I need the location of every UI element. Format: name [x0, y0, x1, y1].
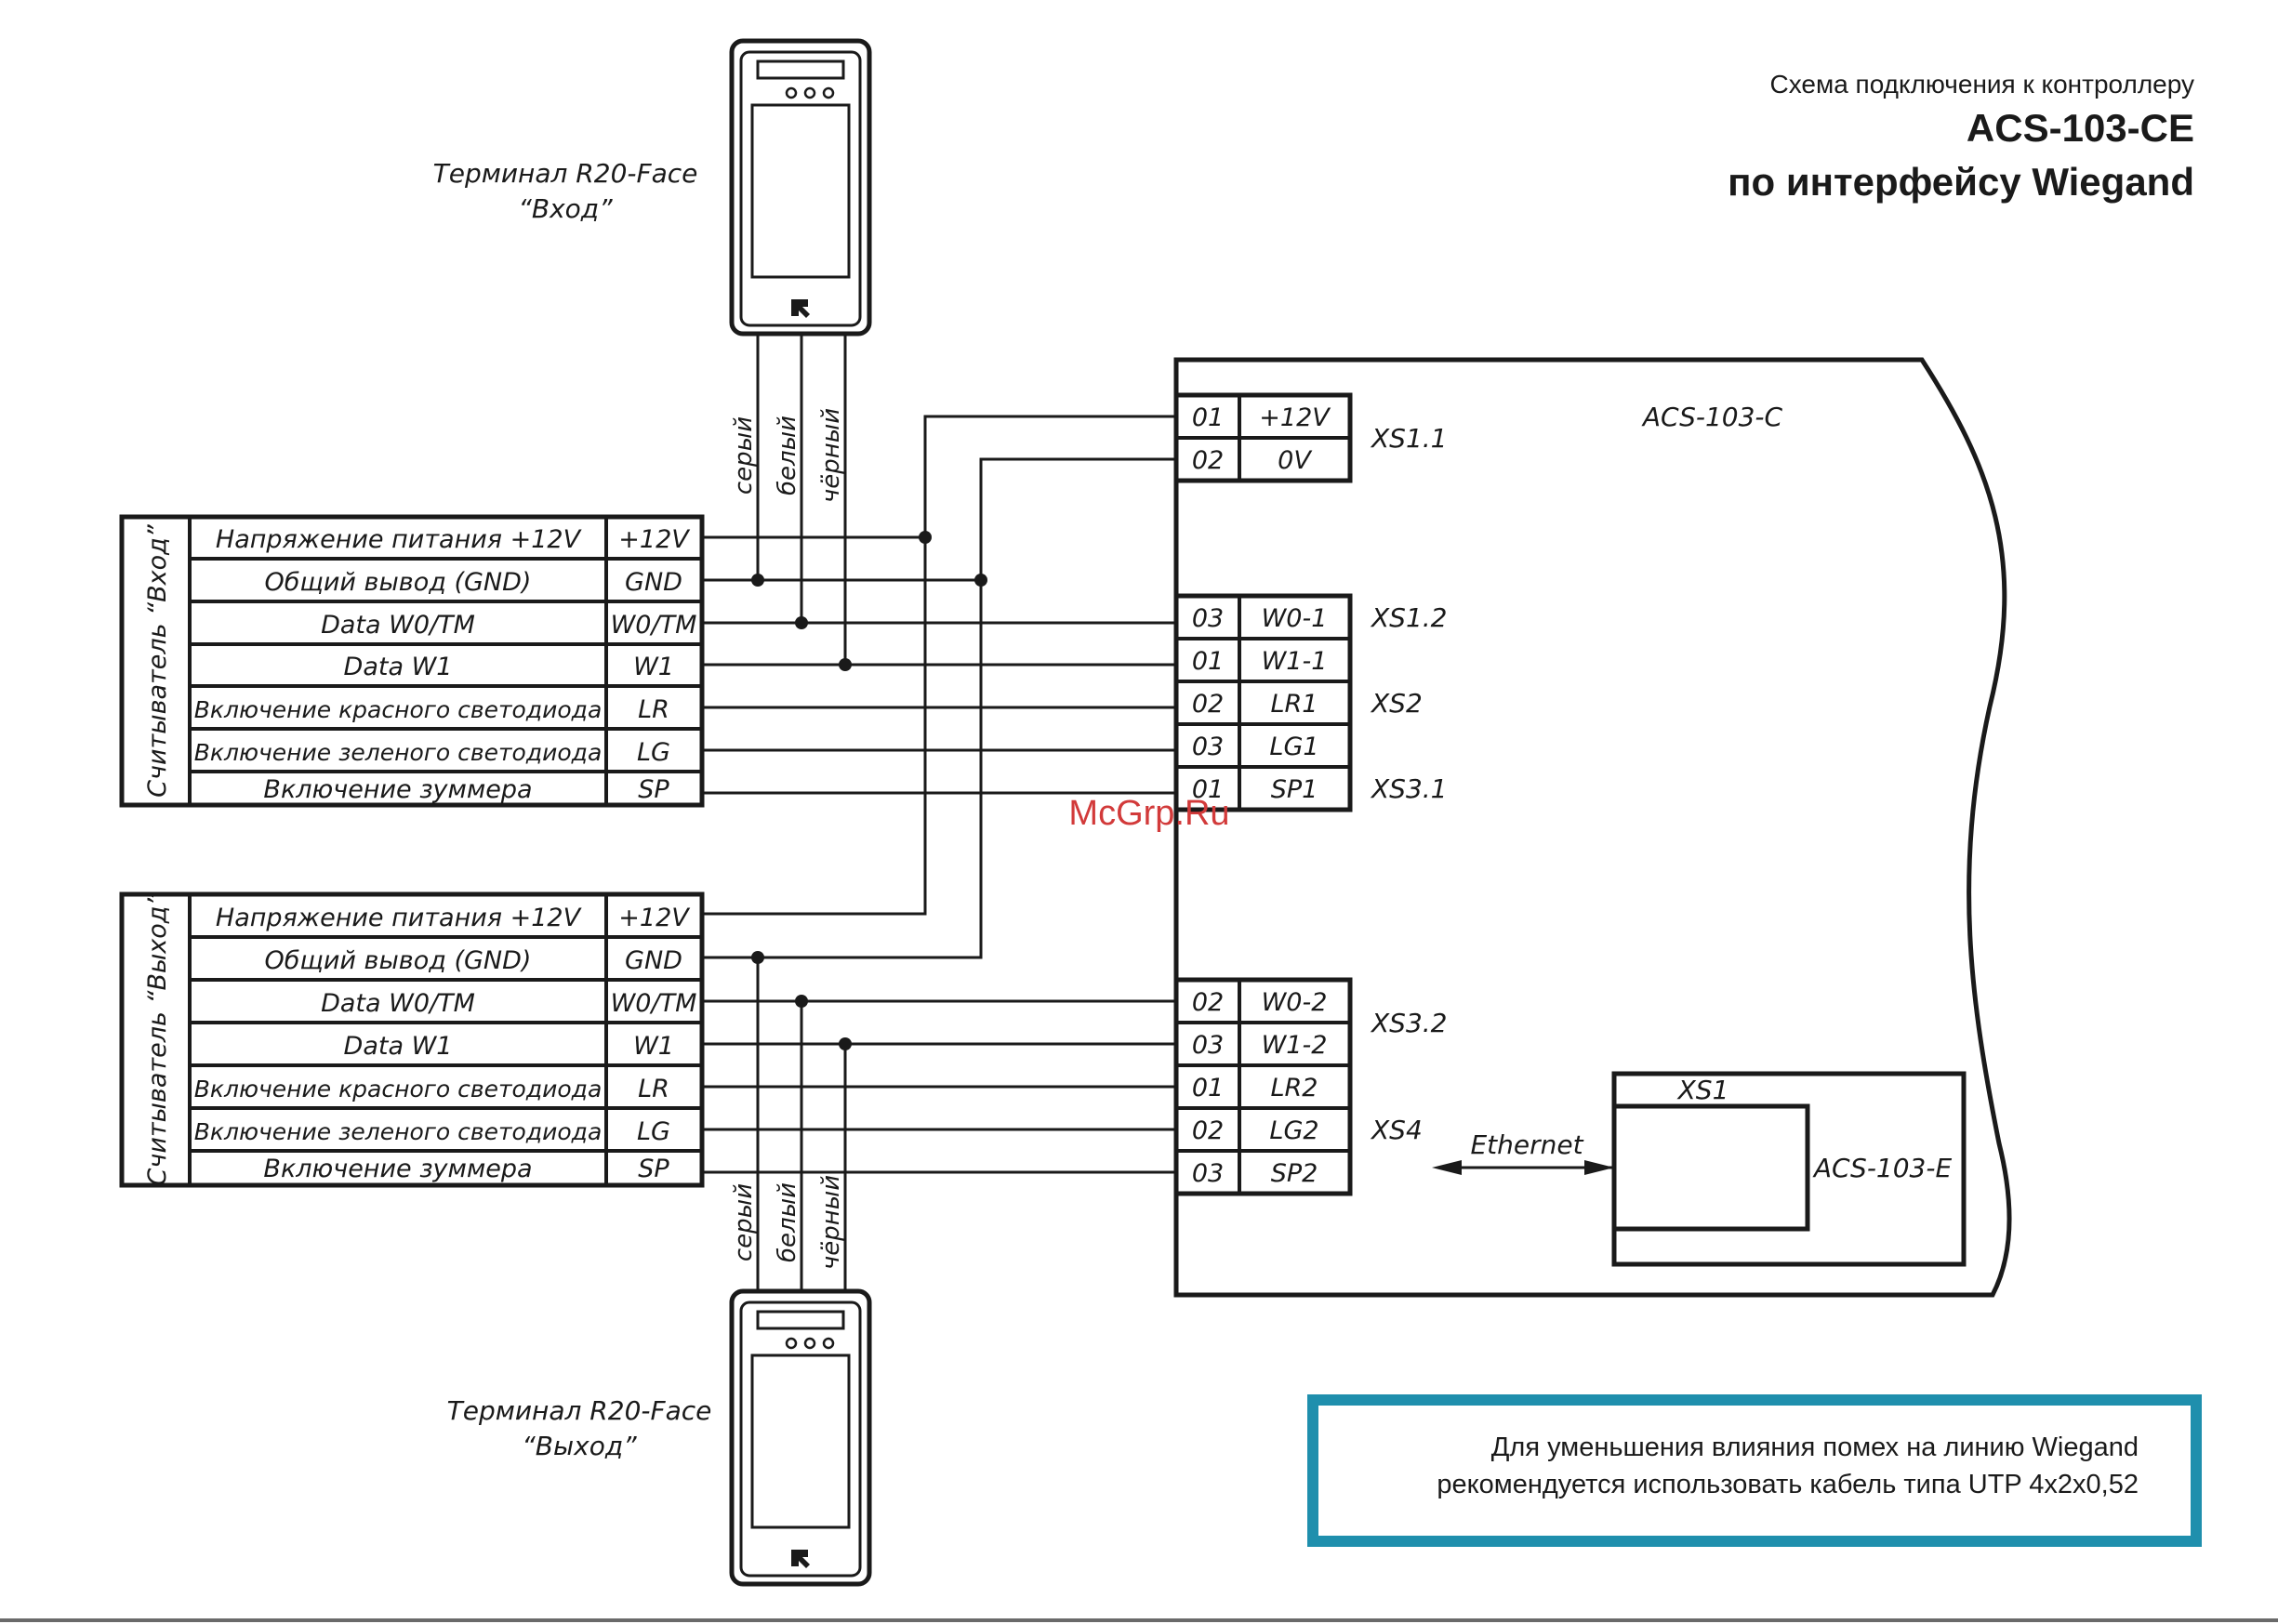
- controller-pin-signal: W1-1: [1262, 647, 1328, 676]
- controller-pin: 03: [1192, 1159, 1224, 1188]
- connector-xs3-2: XS3.2: [1370, 1008, 1447, 1038]
- note-line-1: Для уменьшения влияния помех на линию Wi…: [1491, 1433, 2139, 1462]
- controller-pin: 02: [1192, 1116, 1224, 1145]
- reader-entry-desc: Включение зуммера: [263, 775, 532, 804]
- module-connector-xs1: XS1: [1676, 1075, 1729, 1105]
- controller-pin-signal: W0-2: [1262, 988, 1328, 1017]
- connector-xs1-2: XS1.2: [1370, 602, 1447, 633]
- reader-exit-desc: Напряжение питания +12V: [216, 904, 583, 932]
- title-line-2: ACS-103-CE: [1967, 106, 2194, 150]
- reader-exit-rows: Напряжение питания +12V Общий вывод (GND…: [194, 904, 697, 1183]
- controller-outline: [1173, 357, 2012, 1298]
- controller-pin: 02: [1192, 988, 1224, 1017]
- connector-xs3-1: XS3.1: [1370, 773, 1447, 804]
- reader-exit-desc: Data W0/TM: [321, 989, 475, 1018]
- controller-pin-signal: W0-1: [1262, 604, 1328, 633]
- reader-entry-rows: Напряжение питания +12V Общий вывод (GND…: [194, 525, 697, 804]
- controller-pin: 01: [1192, 775, 1224, 804]
- wires-reader-exit: [702, 999, 1176, 1174]
- reader-entry-sig: LG: [637, 738, 670, 767]
- reader-entry-sig: W1: [633, 653, 674, 681]
- reader-exit-desc: Включение зуммера: [263, 1155, 532, 1183]
- controller-terminals-bottom-labels: 02 W0-2 03 W1-2 01 LR2 02 LG2 03 SP2: [1192, 988, 1328, 1188]
- ethernet-label: Ethernet: [1470, 1129, 1583, 1160]
- controller-pin-signal: SP2: [1271, 1159, 1318, 1188]
- reader-exit-sig: LG: [637, 1117, 670, 1146]
- reader-exit-desc: Включение зеленого светодиода: [194, 1118, 603, 1145]
- reader-exit-sig: W0/TM: [611, 989, 697, 1018]
- watermark: McGrp.Ru: [1068, 794, 1229, 833]
- connector-xs4: XS4: [1370, 1115, 1423, 1145]
- wire-color-white-bottom: белый: [774, 1182, 801, 1262]
- wire-color-white-top: белый: [774, 416, 801, 495]
- wires-reader-entry: [702, 535, 1176, 795]
- terminal-entry-sublabel: “Вход”: [518, 193, 613, 224]
- reader-entry-desc: Включение красного светодиода: [194, 696, 603, 723]
- controller-label: ACS-103-C: [1641, 402, 1783, 432]
- note-box: [1307, 1394, 2202, 1547]
- controller-pin: 01: [1192, 1074, 1224, 1102]
- reader-entry-desc: Напряжение питания +12V: [216, 525, 583, 554]
- controller-pin: 03: [1192, 1031, 1224, 1060]
- controller-pin-signal: LR2: [1271, 1074, 1318, 1102]
- reader-exit-desc: Включение красного светодиода: [194, 1076, 603, 1102]
- reader-entry-desc: Общий вывод (GND): [265, 568, 532, 597]
- controller-pin: 02: [1192, 446, 1224, 475]
- reader-entry-sig: SP: [638, 775, 669, 804]
- terminal-exit: [729, 1288, 872, 1587]
- controller-pin: 01: [1192, 403, 1224, 432]
- reader-exit-desc: Общий вывод (GND): [265, 946, 532, 975]
- terminal-entry-label: Терминал R20-Face: [433, 158, 698, 189]
- controller-pin: 03: [1192, 733, 1224, 761]
- terminal-exit-sublabel: “Выход”: [522, 1431, 637, 1461]
- title-line-1: Схема подключения к контроллеру: [1769, 70, 2194, 99]
- wire-color-gray-bottom: серый: [730, 1183, 758, 1261]
- wire-color-black-top: чёрный: [817, 408, 845, 503]
- controller-pin-signal: SP1: [1271, 775, 1318, 804]
- terminal-exit-cable: [756, 956, 847, 1291]
- reader-entry-sig: W0/TM: [611, 611, 697, 640]
- reader-exit-desc: Data W1: [344, 1032, 453, 1061]
- connector-xs2: XS2: [1370, 688, 1423, 719]
- controller-pin-signal: +12V: [1259, 403, 1331, 432]
- title-line-3: по интерфейсу Wiegand: [1728, 160, 2194, 204]
- reader-entry-sig: +12V: [618, 525, 691, 554]
- reader-entry-title: Считыватель “Вход”: [143, 523, 172, 798]
- reader-entry-sig: GND: [625, 568, 682, 597]
- reader-entry-desc: Data W1: [344, 653, 453, 681]
- controller-pin-signal: LR1: [1271, 690, 1318, 719]
- module-label: ACS-103-E: [1812, 1153, 1953, 1183]
- reader-entry-sig: LR: [638, 695, 669, 724]
- reader-entry-table: [119, 514, 705, 808]
- controller-pin: 01: [1192, 647, 1224, 676]
- controller-pin-signal: 0V: [1278, 446, 1313, 475]
- power-bus: [702, 415, 1176, 959]
- reader-exit-sig: GND: [625, 946, 682, 975]
- controller-terminals-top: [1173, 392, 1353, 812]
- reader-entry-desc: Включение зеленого светодиода: [194, 739, 603, 766]
- junction-dots: [751, 531, 987, 1050]
- reader-exit-title: Считыватель “Выход”: [143, 892, 172, 1186]
- controller-pin: 03: [1192, 604, 1224, 633]
- controller-pin-signal: W1-2: [1262, 1031, 1328, 1060]
- wire-color-gray-top: серый: [730, 416, 758, 495]
- controller-pin-signal: LG1: [1269, 733, 1318, 761]
- controller-terminals-top-labels: 01 +12V 02 0V 03 W0-1 01 W1-1 02 LR1 03 …: [1192, 403, 1331, 804]
- connector-xs1-1: XS1.1: [1370, 423, 1447, 454]
- reader-exit-sig: SP: [638, 1155, 669, 1183]
- reader-exit-sig: LR: [638, 1075, 669, 1103]
- controller-pin-signal: LG2: [1269, 1116, 1318, 1145]
- controller-pin: 02: [1192, 690, 1224, 719]
- reader-exit-sig: +12V: [618, 904, 691, 932]
- note-line-2: рекомендуется использовать кабель типа U…: [1437, 1470, 2139, 1499]
- reader-exit-table: [119, 891, 705, 1188]
- reader-exit-sig: W1: [633, 1032, 674, 1061]
- wire-color-black-bottom: чёрный: [817, 1175, 845, 1270]
- terminal-entry: [729, 38, 872, 337]
- ethernet-arrow: [1432, 1160, 1614, 1175]
- reader-entry-desc: Data W0/TM: [321, 611, 475, 640]
- terminal-exit-label: Терминал R20-Face: [447, 1395, 712, 1426]
